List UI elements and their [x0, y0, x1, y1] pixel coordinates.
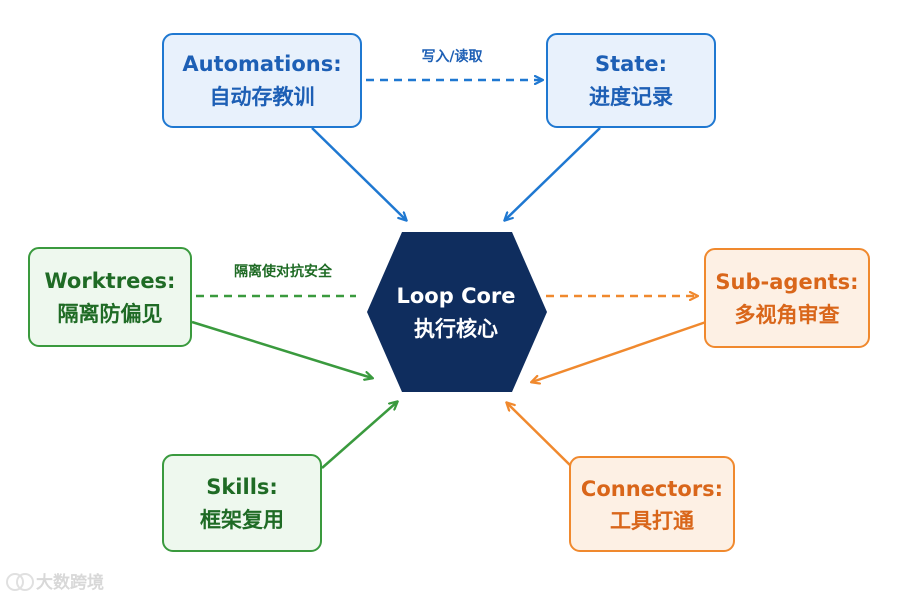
subagents-node: Sub-agents: 多视角审查: [704, 248, 870, 348]
connectors-title: Connectors:: [581, 477, 723, 501]
skills-box: [162, 454, 322, 552]
subagents-box: [704, 248, 870, 348]
worktrees-subtitle: 隔离防偏见: [58, 302, 163, 326]
double-ring-logo-icon: [6, 571, 34, 591]
skills-subtitle: 框架复用: [200, 508, 284, 532]
subagents-subtitle: 多视角审查: [735, 303, 840, 327]
core-subtitle: 执行核心: [414, 317, 498, 341]
skills-title: Skills:: [206, 475, 278, 499]
watermark: 大数跨境: [6, 568, 104, 593]
edge-label-write-read: 写入/读取: [421, 48, 483, 65]
loop-core-node: Loop Core 执行核心: [367, 232, 547, 392]
state-node: State: 进度记录: [546, 33, 716, 128]
automations-subtitle: 自动存教训: [210, 85, 315, 109]
edge-label-isolation: 隔离使对抗安全: [234, 263, 333, 280]
worktrees-title: Worktrees:: [45, 269, 176, 293]
edge-subagents-to-core: [532, 320, 707, 382]
automations-node: Automations: 自动存教训: [162, 33, 362, 128]
subagents-title: Sub-agents:: [715, 270, 858, 294]
edge-state-to-core: [505, 127, 601, 220]
connectors-subtitle: 工具打通: [610, 509, 694, 533]
watermark-text: 大数跨境: [36, 573, 104, 593]
core-hexagon: [367, 232, 547, 392]
connectors-node: Connectors: 工具打通: [569, 456, 735, 552]
state-title: State:: [595, 52, 667, 76]
edge-automations-to-core: [311, 127, 406, 220]
automations-title: Automations:: [182, 52, 341, 76]
core-title: Loop Core: [396, 284, 515, 308]
connectors-box: [569, 456, 735, 552]
state-subtitle: 进度记录: [589, 85, 673, 109]
skills-node: Skills: 框架复用: [162, 454, 322, 552]
worktrees-node: Worktrees: 隔离防偏见: [28, 247, 192, 347]
worktrees-box: [28, 247, 192, 347]
automations-box: [162, 33, 362, 128]
edge-worktrees-to-core: [191, 320, 372, 378]
edge-skills-to-core: [321, 402, 397, 469]
edge-connectors-to-core: [507, 403, 576, 471]
state-box: [546, 33, 716, 128]
